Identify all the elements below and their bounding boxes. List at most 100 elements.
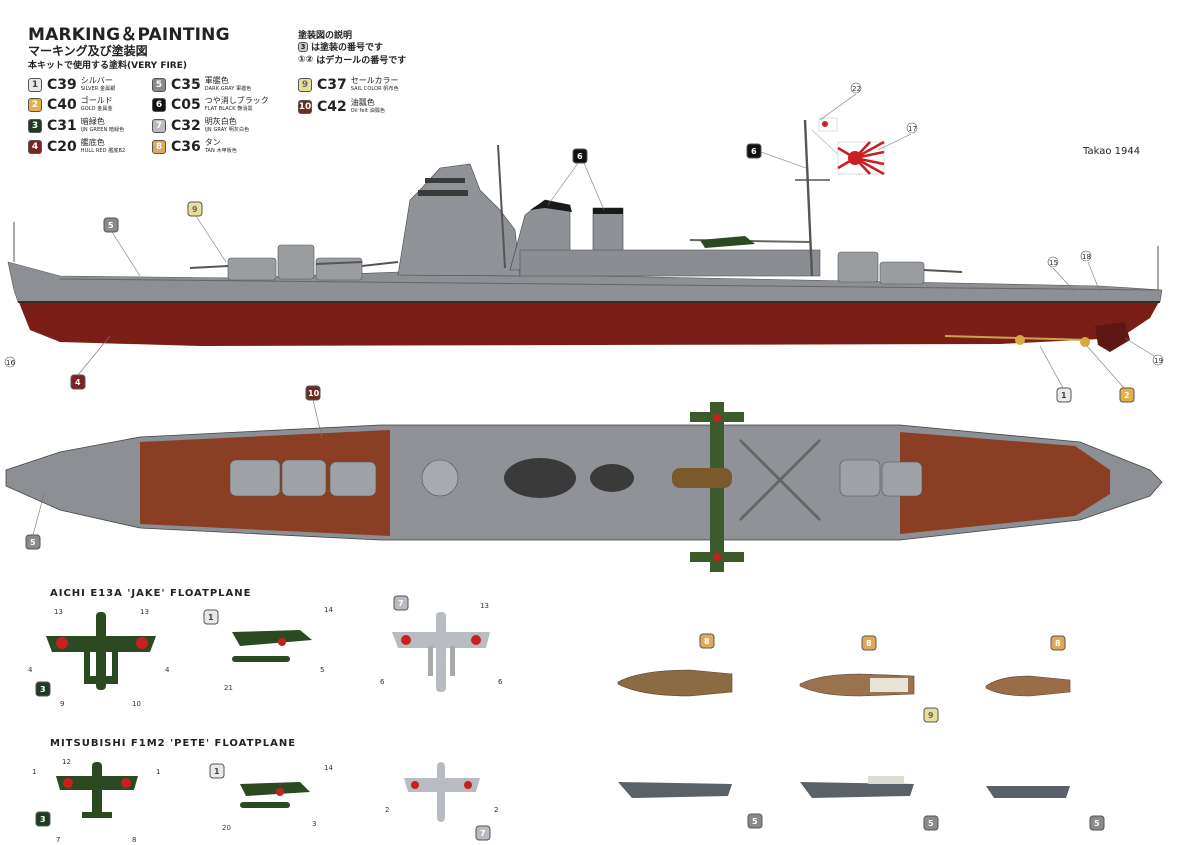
central-deck <box>390 428 900 538</box>
paint-name-en: IJN GRAY 明灰白色 <box>204 127 250 133</box>
jake-side-view <box>232 630 312 662</box>
paint-name-en: DARK GRAY 軍艦色 <box>204 86 252 92</box>
paint-chip-label: 10 <box>308 389 320 398</box>
paint-code: C36 <box>171 139 201 155</box>
funnel-cap <box>530 200 572 212</box>
turret-top-2 <box>281 459 327 497</box>
propeller <box>1080 337 1090 347</box>
funnel-top <box>590 464 634 492</box>
funnel-top <box>504 458 576 498</box>
hull-upper-gray <box>7 261 1163 303</box>
paint-name-en: FLAT BLACK 艶消黒 <box>204 106 253 112</box>
side-decal-callouts: 22 17 15 18 16 19 <box>4 82 1164 368</box>
callout-label: 1 <box>156 768 160 776</box>
boat-cabin-side <box>868 776 904 784</box>
ship-side-profile <box>7 119 1163 352</box>
paint-chip-label: 9 <box>928 711 934 720</box>
callout-label: 20 <box>222 824 231 832</box>
paint-chip-label: 6 <box>577 152 583 161</box>
paint-chip-label: 8 <box>704 637 710 646</box>
callout-label: 1 <box>32 768 36 776</box>
paint-chip-label: 4 <box>75 378 81 387</box>
explanation-paint: 3 は塗装の番号です <box>298 40 383 53</box>
turret-top-4 <box>839 459 881 497</box>
decal-16-label: 16 <box>6 359 15 367</box>
boat-1-side <box>618 782 732 798</box>
boat-1-top <box>617 669 733 697</box>
turret-5 <box>879 261 925 285</box>
callout-label: 10 <box>132 700 141 708</box>
color-chip: 4 <box>28 140 42 154</box>
paint-name-jp: 明灰白色 <box>204 117 237 126</box>
color-chip: 9 <box>298 78 312 92</box>
funnel-cap <box>593 208 623 214</box>
callout-label: 13 <box>480 602 489 610</box>
paint-name-en: TAN 木甲板色 <box>204 148 237 154</box>
floatplane-side <box>700 236 755 248</box>
deck-line <box>59 278 1161 291</box>
paint-code: C42 <box>317 99 347 115</box>
paint-code: C40 <box>47 97 77 113</box>
color-chip: 8 <box>152 140 166 154</box>
ship-label: Takao 1944 <box>1083 146 1141 157</box>
midship-structure <box>519 249 821 277</box>
callout-label: 12 <box>62 758 71 766</box>
pete-underside-view <box>404 762 480 822</box>
paint-chip-label: 5 <box>1094 819 1100 828</box>
jake-underside-view <box>392 612 490 692</box>
paint-number-sample-chip: 3 <box>298 41 308 52</box>
callout-label: 2 <box>385 806 389 814</box>
decal-number-sample: ①② <box>298 54 314 65</box>
callout-label: 13 <box>140 608 149 616</box>
pete-callouts: 12 1 1 3 7 8 14 3 20 1 2 2 7 <box>32 758 498 844</box>
paint-name-jp: つや消しブラック <box>204 96 269 105</box>
paint-chip-label: 3 <box>40 815 46 824</box>
boat-3-top <box>985 675 1071 697</box>
turret-top-5 <box>881 461 923 497</box>
decal-17-label: 17 <box>908 125 917 133</box>
paint-name-jp: セールカラー <box>350 76 399 85</box>
paint-chip-label: 5 <box>108 221 114 230</box>
callout-label: 8 <box>132 836 136 844</box>
decal-18-label: 18 <box>1082 253 1091 261</box>
gun-barrel <box>923 269 963 273</box>
turret-top-3 <box>329 461 377 497</box>
paint-name-jp: ゴールド <box>80 96 113 105</box>
callout-label: 5 <box>320 666 324 674</box>
paint-name-jp: 油瓢色 <box>350 98 375 107</box>
paint-name-en: GOLD 金属金 <box>80 106 113 112</box>
jake-top-view <box>46 612 156 690</box>
paint-chip-label: 1 <box>1061 391 1067 400</box>
paint-code: C37 <box>317 77 347 93</box>
callout-label: 13 <box>54 608 63 616</box>
color-chip: 10 <box>298 100 312 114</box>
jake-title: AICHI E13A 'JAKE' FLOATPLANE <box>50 588 252 599</box>
boat-cabin <box>870 678 908 692</box>
paint-name-jp: 軍艦色 <box>204 76 229 85</box>
paint-code: C20 <box>47 139 77 155</box>
bridge-windows <box>418 190 468 196</box>
paint-code: C05 <box>171 97 201 113</box>
callout-label: 3 <box>312 820 316 828</box>
floatplane-top-small <box>672 468 732 488</box>
paint-chip-label: 8 <box>866 639 872 648</box>
color-chip: 3 <box>28 119 42 133</box>
gun-barrel <box>189 265 229 269</box>
ship-top-view <box>5 402 1163 572</box>
paint-name-en: IJN GREEN 暗緑色 <box>80 127 125 133</box>
explanation-title: 塗装図の説明 <box>298 31 353 41</box>
paint-name-en: Oil felt 油瓢色 <box>350 108 386 114</box>
masthead-flag <box>818 117 838 132</box>
paint-chip-label: 9 <box>192 205 198 214</box>
callout-label: 6 <box>498 678 503 686</box>
callout-label: 14 <box>324 764 333 772</box>
paint-chip-label: 7 <box>398 599 404 608</box>
boats-side-views <box>618 776 1070 798</box>
